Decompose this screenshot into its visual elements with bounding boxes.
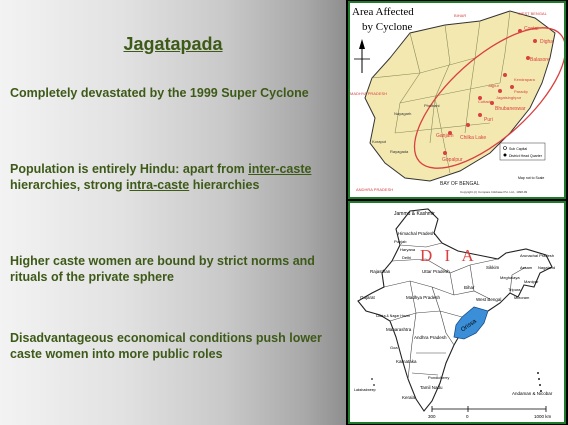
india-map-title: D I A: [420, 246, 478, 265]
legend-label: Sub Capital: [509, 147, 527, 151]
caste-text-1: Population is entirely Hindu: apart from: [10, 162, 249, 176]
india-map: D I A Orissa Jammu & Kashmir Himachal Pr…: [348, 201, 566, 424]
region-label: Dadra & Nagar Haveli: [376, 314, 410, 318]
region-label: Goa: [390, 345, 398, 350]
region-label: West Bengal: [476, 297, 501, 302]
place-label: Ganjam: [436, 133, 454, 139]
region-label: Delhi: [402, 255, 411, 260]
region-label: Bihar: [464, 285, 475, 290]
bullet-lower-caste: Disadvantageous economical conditions pu…: [10, 331, 322, 361]
place-label: Bhubaneswar: [495, 106, 526, 112]
orissa-cyclone-map: Area Affected by Cyclone BIHAR WEST BENG…: [348, 1, 566, 199]
region-label: Andhra Pradesh: [414, 335, 447, 340]
compass-icon: [354, 39, 370, 73]
place-label: Kendrapara: [514, 77, 536, 82]
region-label: Assam: [520, 265, 533, 270]
bullet-cyclone: Completely devastated by the 1999 Super …: [10, 86, 309, 100]
bullet-caste: Population is entirely Hindu: apart from…: [10, 162, 335, 193]
region-label: Haryana: [400, 247, 416, 252]
place-label: Puri: [484, 117, 493, 123]
region-label: Karnataka: [396, 359, 417, 364]
bullet-higher-caste: Higher caste women are bound by strict n…: [10, 254, 315, 284]
region-label: Tripura: [508, 287, 521, 292]
scale-note: Map not to Scale: [518, 176, 544, 180]
scale-label: 1000 km: [534, 414, 552, 419]
place-label: Koraput: [372, 139, 387, 144]
region-label: Nagaland: [538, 265, 555, 270]
region-label: Rajasthan: [370, 269, 391, 274]
legend-label: District Head Quarter: [509, 154, 543, 158]
region-label: Manipur: [524, 279, 539, 284]
region-label: Tamil Nadu: [420, 385, 443, 390]
state-label: BIHAR: [454, 13, 466, 18]
place-label: Balasore: [530, 57, 550, 63]
place-label: Phulbani: [424, 103, 440, 108]
sea-label: BAY OF BENGAL: [440, 181, 480, 187]
region-label: Sikkim: [486, 265, 500, 270]
region-label: Andaman & Nicobar: [512, 391, 553, 396]
scale-label: 300: [428, 414, 436, 419]
affected-area-ellipse: [413, 27, 564, 169]
state-label: WEST BENGAL: [518, 11, 548, 16]
region-label: Kerala: [402, 395, 416, 400]
region-label: Meghalaya: [500, 275, 520, 280]
state-label: ANDHRA PRADESH: [356, 187, 393, 192]
slide-title: Jagatapada: [123, 34, 223, 54]
place-label: Gopalpur: [442, 157, 463, 163]
region-label: Madhya Pradesh: [406, 295, 441, 300]
place-label: Nayagarh: [394, 111, 411, 116]
inter-caste-term: inter-caste: [248, 162, 312, 176]
orissa-map-title-1: Area Affected: [352, 6, 414, 18]
text-panel: Jagatapada Completely devastated by the …: [0, 0, 346, 425]
region-label: Pondicherry: [428, 375, 449, 380]
map-copyright: Copyright (c) Compare Infobase Pvt. Ltd.…: [460, 190, 528, 194]
place-label: Cuttack: [478, 99, 492, 104]
region-label: Punjab: [394, 239, 407, 244]
region-label: Maharashtra: [386, 327, 412, 332]
region-label: Mizoram: [514, 295, 530, 300]
scale-bar: 300 0 1000 km: [428, 406, 552, 419]
region-label: Himachal Pradesh: [398, 231, 435, 236]
place-label: Digha: [540, 39, 553, 45]
region-label: Gujarat: [360, 295, 376, 300]
caste-text-2: hierarchies, strong i: [10, 177, 130, 192]
place-label: Chilka Lake: [460, 135, 486, 141]
place-label: Jajpur: [488, 83, 500, 88]
region-label: Lakshadweep: [354, 388, 376, 392]
map-legend: Sub Capital District Head Quarter: [499, 142, 546, 161]
scale-label: 0: [466, 414, 469, 419]
region-label: Arunachal Pradesh: [520, 253, 554, 258]
place-label: Rayagada: [390, 149, 409, 154]
caste-text-3: hierarchies: [189, 177, 260, 192]
india-map-graphic: D I A Orissa Jammu & Kashmir Himachal Pr…: [350, 203, 564, 422]
state-label: MADHYA PRADESH: [350, 91, 387, 96]
region-label: Jammu & Kashmir: [394, 211, 435, 217]
orissa-highlight: [453, 306, 489, 340]
intra-caste-term: ntra-caste: [129, 177, 190, 192]
orissa-map-title-2: by Cyclone: [362, 21, 413, 33]
orissa-map-graphic: Area Affected by Cyclone BIHAR WEST BENG…: [350, 3, 564, 197]
place-label: Contai: [524, 26, 538, 32]
place-label: Paradip: [514, 89, 529, 94]
region-label: Uttar Pradesh: [422, 269, 450, 274]
place-label: Jagatsinghpur: [496, 95, 522, 100]
